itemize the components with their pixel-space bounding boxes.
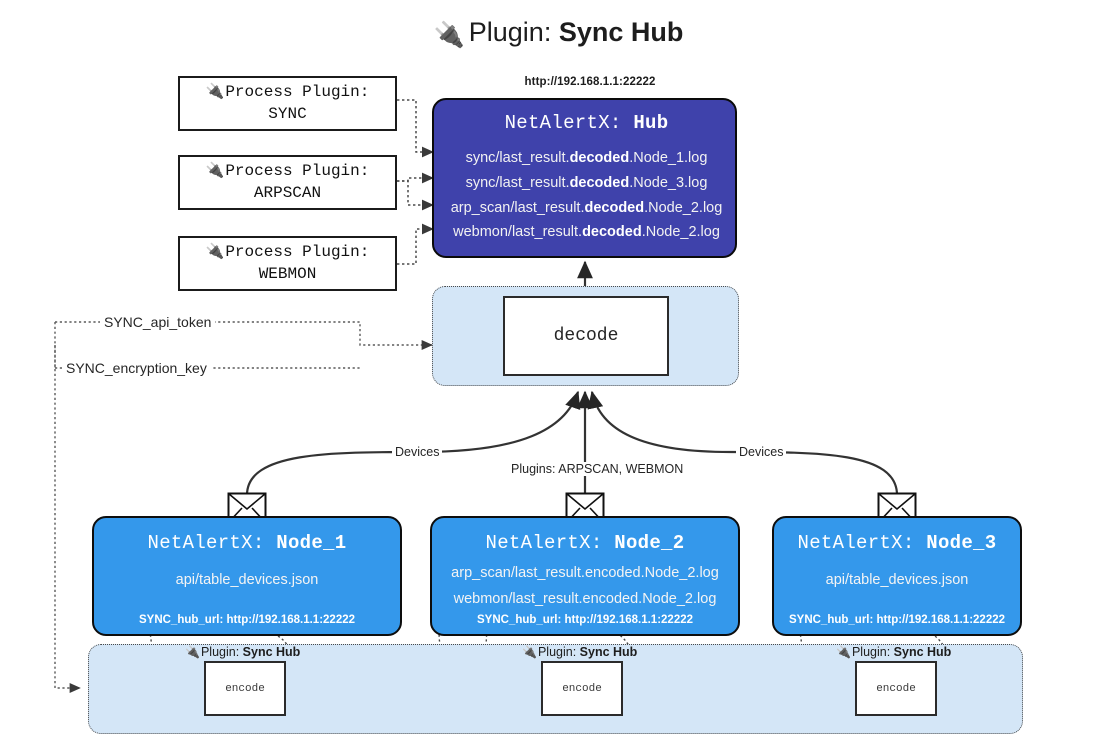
node-box-node-2[interactable]: NetAlertX: Node_2 arp_scan/last_result.e… — [430, 516, 740, 636]
process-plugin-box-arpscan[interactable]: 🔌Process Plugin: ARPSCAN — [178, 155, 397, 210]
encode-plugin-label: 🔌Plugin: Sync Hub — [836, 645, 952, 659]
encode-box-node-3[interactable]: encode — [855, 661, 937, 716]
flow-label-devices-right: Devices — [736, 445, 787, 459]
hub-box[interactable]: NetAlertX: Hub sync/last_result.decoded.… — [432, 98, 737, 258]
hub-title-name: Hub — [633, 112, 669, 134]
plug-icon: 🔌 — [836, 645, 851, 659]
node-title: NetAlertX: Node_3 — [797, 532, 997, 554]
hub-title: NetAlertX: Hub — [434, 112, 739, 134]
plug-icon: 🔌 — [433, 21, 465, 49]
encode-plugin-label: 🔌Plugin: Sync Hub — [185, 645, 301, 659]
flow-label-devices-left: Devices — [392, 445, 443, 459]
node-log-line: api/table_devices.json — [825, 572, 969, 588]
hub-log-line: sync/last_result.decoded.Node_1.log — [465, 150, 708, 166]
process-plugin-label: Process Plugin: — [225, 83, 370, 102]
process-plugin-box-webmon[interactable]: 🔌Process Plugin: WEBMON — [178, 236, 397, 291]
sync-encryption-key-label: SYNC_encryption_key — [62, 360, 211, 376]
process-plugin-box-sync[interactable]: 🔌Process Plugin: SYNC — [178, 76, 397, 131]
node-title: NetAlertX: Node_1 — [147, 532, 347, 554]
process-plugin-label: Process Plugin: — [225, 162, 370, 181]
hub-log-line: arp_scan/last_result.decoded.Node_2.log — [450, 200, 723, 216]
node-title: NetAlertX: Node_2 — [485, 532, 685, 554]
node-box-node-1[interactable]: NetAlertX: Node_1 api/table_devices.json… — [92, 516, 402, 636]
node-box-node-3[interactable]: NetAlertX: Node_3 api/table_devices.json… — [772, 516, 1022, 636]
plug-icon: 🔌 — [205, 242, 225, 261]
node-log-line: api/table_devices.json — [175, 572, 319, 588]
sync-api-token-label: SYNC_api_token — [100, 314, 216, 330]
process-plugin-name: ARPSCAN — [253, 184, 322, 202]
node-hub-url: SYNC_hub_url: http://192.168.1.1:22222 — [476, 614, 694, 626]
page-title-prefix: Plugin: — [468, 17, 552, 47]
hub-url-label: http://192.168.1.1:22222 — [524, 76, 656, 88]
node-hub-url: SYNC_hub_url: http://192.168.1.1:22222 — [138, 614, 356, 626]
node-hub-url: SYNC_hub_url: http://192.168.1.1:22222 — [788, 614, 1006, 626]
node-log-line: arp_scan/last_result.encoded.Node_2.log — [451, 565, 719, 581]
flow-label-plugins: Plugins: ARPSCAN, WEBMON — [508, 462, 687, 476]
hub-log-line: sync/last_result.decoded.Node_3.log — [465, 175, 708, 191]
plug-icon: 🔌 — [185, 645, 200, 659]
plug-icon: 🔌 — [522, 645, 537, 659]
hub-log-line: webmon/last_result.decoded.Node_2.log — [453, 224, 720, 240]
process-plugin-name: SYNC — [268, 105, 307, 123]
plug-icon: 🔌 — [205, 161, 225, 180]
page-title: 🔌Plugin: Sync Hub — [0, 16, 1117, 50]
hub-title-prefix: NetAlertX: — [504, 112, 622, 134]
node-log-line: webmon/last_result.encoded.Node_2.log — [453, 591, 717, 607]
process-plugin-name: WEBMON — [258, 265, 317, 283]
process-plugin-label: Process Plugin: — [225, 243, 370, 262]
page-title-name: Sync Hub — [558, 17, 684, 47]
encode-plugin-label: 🔌Plugin: Sync Hub — [522, 645, 638, 659]
decode-box[interactable]: decode — [503, 296, 669, 376]
encode-box-node-2[interactable]: encode — [541, 661, 623, 716]
encode-box-node-1[interactable]: encode — [204, 661, 286, 716]
plug-icon: 🔌 — [205, 82, 225, 101]
